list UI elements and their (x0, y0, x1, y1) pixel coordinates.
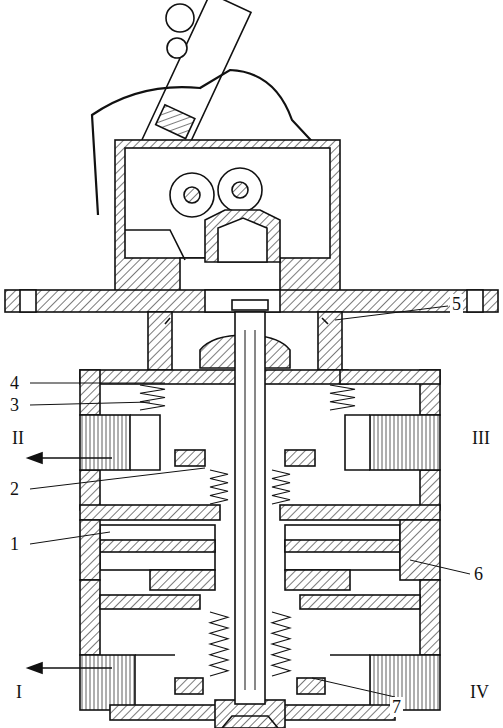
callout-number: 7 (390, 697, 403, 717)
spring (330, 385, 355, 410)
callout-number: 1 (8, 534, 21, 554)
callout-number: 5 (450, 294, 463, 314)
callout-number: 3 (8, 395, 21, 415)
callout-number: 6 (472, 564, 485, 584)
callout-number: IV (468, 682, 491, 702)
spring (210, 470, 228, 504)
callout-number: 2 (8, 479, 21, 499)
spring (272, 470, 290, 504)
callout-number: III (470, 428, 492, 448)
callout-number: 4 (8, 373, 21, 393)
spring (140, 385, 165, 410)
callout-number: II (10, 428, 26, 448)
callout-number: I (14, 682, 24, 702)
spring (210, 612, 228, 676)
spring (272, 612, 290, 676)
